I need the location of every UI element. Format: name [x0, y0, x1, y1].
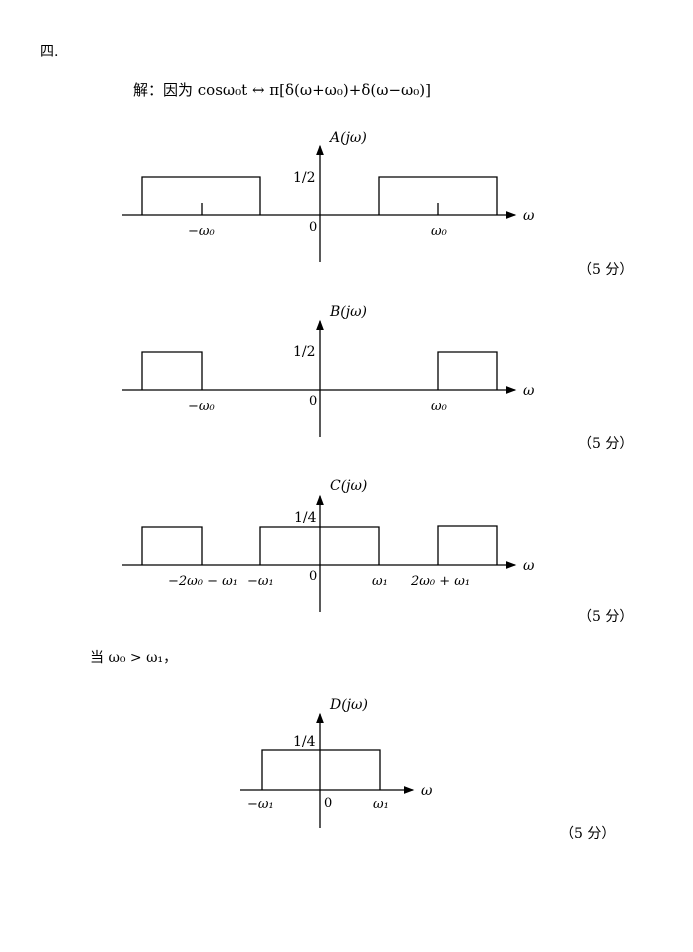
- graph-a: [122, 144, 517, 262]
- graph-b-tick: ω₀: [431, 399, 447, 414]
- graph-a-title: A(jω): [330, 130, 367, 146]
- condition-text: 当 ω₀ > ω₁，: [90, 650, 178, 666]
- graph-c-height: 1/4: [294, 510, 317, 526]
- solution-equation: 解：因为 cosω₀t ↔ π[δ(ω+ω₀)+δ(ω−ω₀)]: [133, 81, 431, 99]
- graph-b-axis-label: ω: [523, 383, 535, 399]
- graph-c-origin: 0: [309, 569, 318, 584]
- graph-a-score: （5 分）: [578, 262, 634, 278]
- graph-b-tick: −ω₀: [188, 399, 215, 414]
- graph-c-tick: ω₁: [372, 574, 388, 589]
- graph-c-score: （5 分）: [578, 609, 634, 625]
- graph-a-tick: ω₀: [431, 224, 447, 239]
- graph-d-score: （5 分）: [560, 826, 616, 842]
- graph-d-height: 1/4: [293, 734, 316, 750]
- graph-b: [122, 319, 517, 437]
- graph-d-origin: 0: [324, 796, 333, 811]
- section-heading: 四.: [40, 44, 59, 60]
- graph-b-height: 1/2: [293, 344, 316, 360]
- graph-c-tick: −ω₁: [247, 574, 274, 589]
- graph-d-axis-label: ω: [421, 783, 433, 799]
- graph-d: [240, 712, 415, 828]
- graph-c-tick: 2ω₀ + ω₁: [411, 574, 471, 589]
- graph-c: [122, 494, 517, 612]
- graph-c-axis-label: ω: [523, 558, 535, 574]
- graph-d-title: D(jω): [330, 697, 368, 713]
- graph-a-origin: 0: [309, 220, 318, 235]
- graph-c-tick: −2ω₀ − ω₁: [168, 574, 238, 589]
- graph-a-tick: −ω₀: [188, 224, 215, 239]
- graph-a-axis-label: ω: [523, 208, 535, 224]
- graph-d-tick: ω₁: [373, 797, 389, 812]
- graph-b-origin: 0: [309, 394, 318, 409]
- graph-d-tick: −ω₁: [247, 797, 274, 812]
- graph-a-height: 1/2: [293, 170, 316, 186]
- graph-b-title: B(jω): [330, 304, 367, 320]
- graph-c-title: C(jω): [330, 478, 368, 494]
- graph-b-score: （5 分）: [578, 436, 634, 452]
